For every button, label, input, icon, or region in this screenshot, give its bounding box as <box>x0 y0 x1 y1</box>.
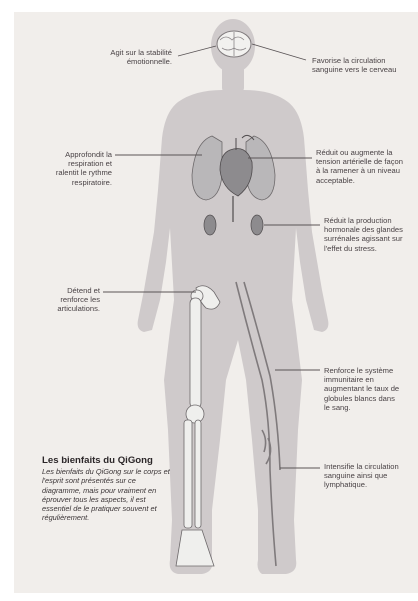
label-immunitaire: Renforce le système immunitaire en augme… <box>324 366 416 412</box>
label-hormones: Réduit la production hormonale des gland… <box>324 216 416 253</box>
label-tension: Réduit ou augmente la tension artérielle… <box>316 148 416 185</box>
brain-icon <box>217 31 251 57</box>
caption-box: Les bienfaits du QiGong Les bienfaits du… <box>42 455 172 523</box>
caption-body: Les bienfaits du QiGong sur le corps et … <box>42 467 172 523</box>
label-lymphatique: Intensifie la circulation sanguine ainsi… <box>324 462 416 490</box>
caption-title: Les bienfaits du QiGong <box>42 455 172 466</box>
label-respiration: Approfondit la respiration et ralentit l… <box>30 150 112 187</box>
label-stabilite: Agit sur la stabilité émotionnelle. <box>60 48 172 66</box>
label-articulations: Détend et renforce les articulations. <box>36 286 100 314</box>
label-circulation-cerveau: Favorise la circulation sanguine vers le… <box>312 56 416 74</box>
